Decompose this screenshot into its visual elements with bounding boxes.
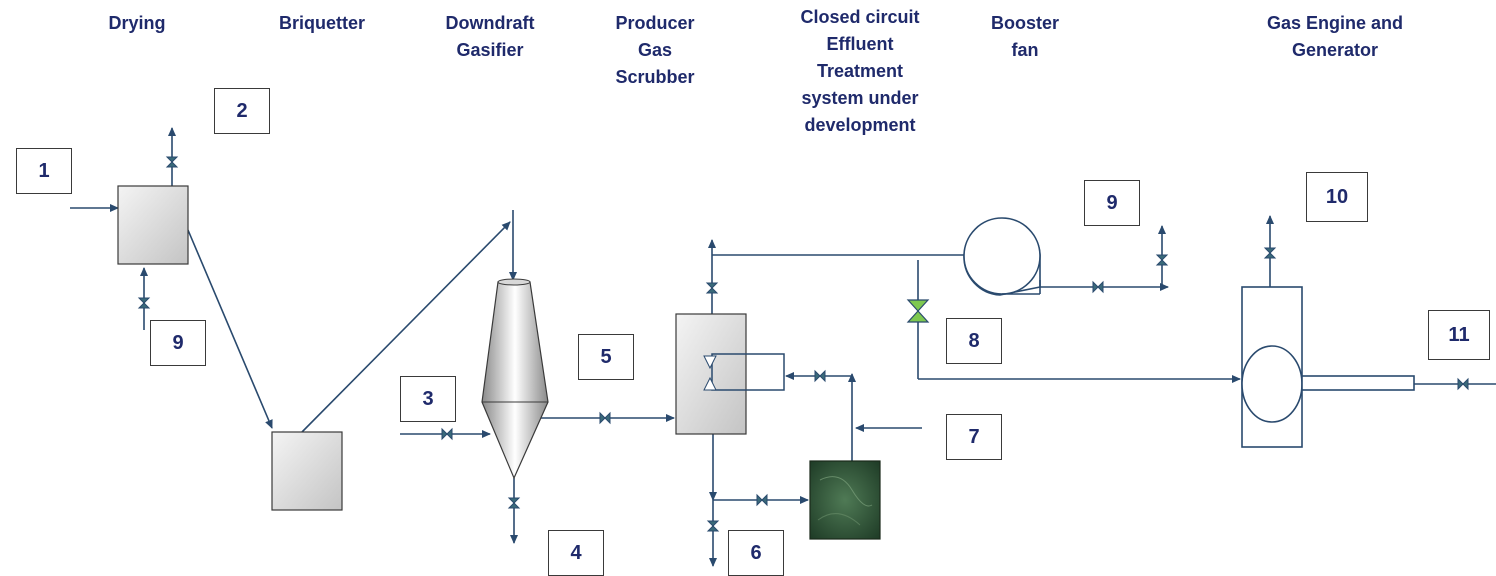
label-9-dryer: 9 [150,320,206,366]
valve-booster-outlet [1093,282,1103,292]
effluent-treatment-tank [810,461,880,539]
label-10: 10 [1306,172,1368,222]
valve-scrubber-drain [708,521,718,531]
valve-scrubber-top [707,283,717,293]
label-2: 2 [214,88,270,134]
valve-drying-air [139,298,149,308]
valve-booster-vent [1157,255,1167,265]
briquetter-unit [272,432,342,510]
valve-gasifier-outlet [600,413,610,423]
valve-gasifier-air [442,429,452,439]
valve-engine-exhaust [1265,248,1275,258]
valve-effluent-inlet [757,495,767,505]
valve-effluent-return [815,371,825,381]
label-9-booster: 9 [1084,180,1140,226]
valve-power-output [1458,379,1468,389]
label-5: 5 [578,334,634,380]
label-1: 1 [16,148,72,194]
generator [1242,346,1302,422]
gas-scrubber [676,314,746,434]
label-4: 4 [548,530,604,576]
downdraft-gasifier [482,282,548,478]
valve-drying-exhaust [167,157,177,167]
label-7: 7 [946,414,1002,460]
dryer-unit [118,186,188,264]
label-6: 6 [728,530,784,576]
generator-shaft [1302,376,1414,390]
label-8: 8 [946,318,1002,364]
valve-gasifier-ash [509,498,519,508]
label-11: 11 [1428,310,1490,360]
label-3: 3 [400,376,456,422]
valve-bypass [908,300,928,322]
